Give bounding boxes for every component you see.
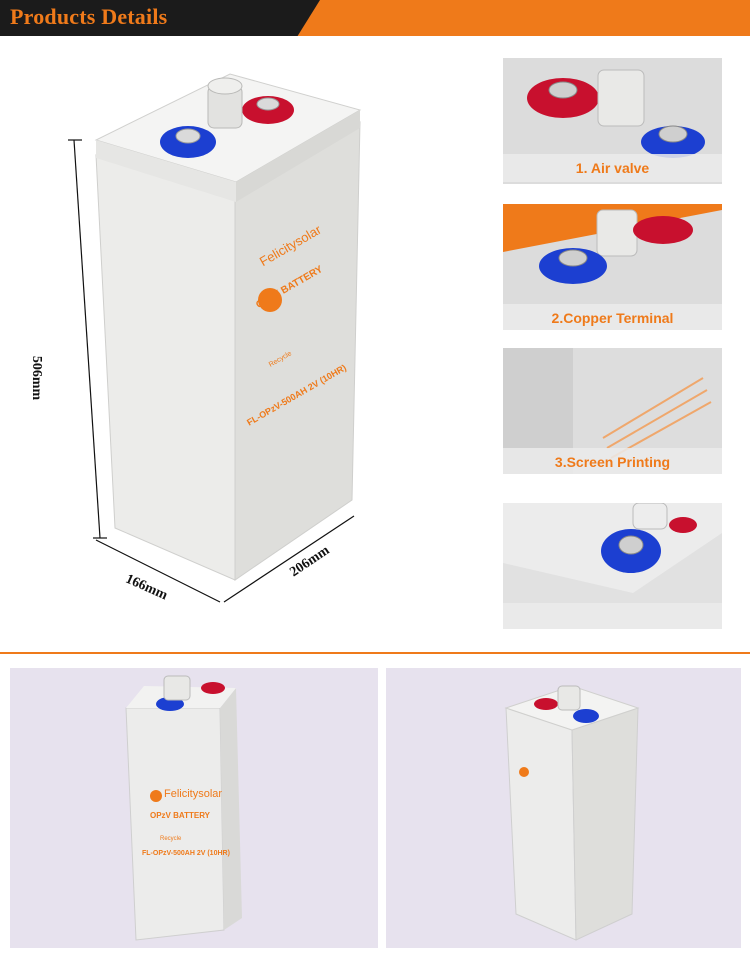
height-dimension: 506mm bbox=[29, 355, 45, 401]
product-photo-angle bbox=[386, 668, 741, 948]
header-bar: Products Details bbox=[0, 0, 750, 36]
battery-front-photo bbox=[10, 668, 378, 948]
front-brand-label: Felicitysolar bbox=[164, 788, 223, 800]
detail-caption-3: 3.Screen Printing bbox=[554, 454, 671, 470]
battery-illustration bbox=[68, 73, 362, 603]
section-divider bbox=[0, 652, 750, 654]
detail-air-valve: 1. Air valve bbox=[503, 58, 722, 184]
detail-screen-printing: 3.Screen Printing bbox=[503, 348, 722, 474]
page-title: Products Details bbox=[10, 4, 168, 29]
product-photo-front: Felicitysolar OPzV BATTERY Recycle FL-OP… bbox=[10, 668, 378, 948]
main-battery-figure: 506mm 166mm 206mm Felicitysolar OPzV BAT… bbox=[29, 60, 400, 620]
header-dark-block bbox=[0, 0, 320, 36]
front-type-label: OPzV BATTERY bbox=[150, 811, 211, 820]
detail-caption-1: 1. Air valve bbox=[575, 160, 650, 176]
detail-copper-terminal: 2.Copper Terminal bbox=[503, 204, 722, 330]
front-model-label: FL-OPzV-500AH 2V (10HR) bbox=[142, 850, 230, 857]
front-recycle-label: Recycle bbox=[160, 836, 182, 842]
detail-caption-2: 2.Copper Terminal bbox=[551, 310, 674, 326]
detail-terminal-closeup bbox=[503, 503, 722, 629]
battery-angle-photo bbox=[386, 668, 741, 948]
